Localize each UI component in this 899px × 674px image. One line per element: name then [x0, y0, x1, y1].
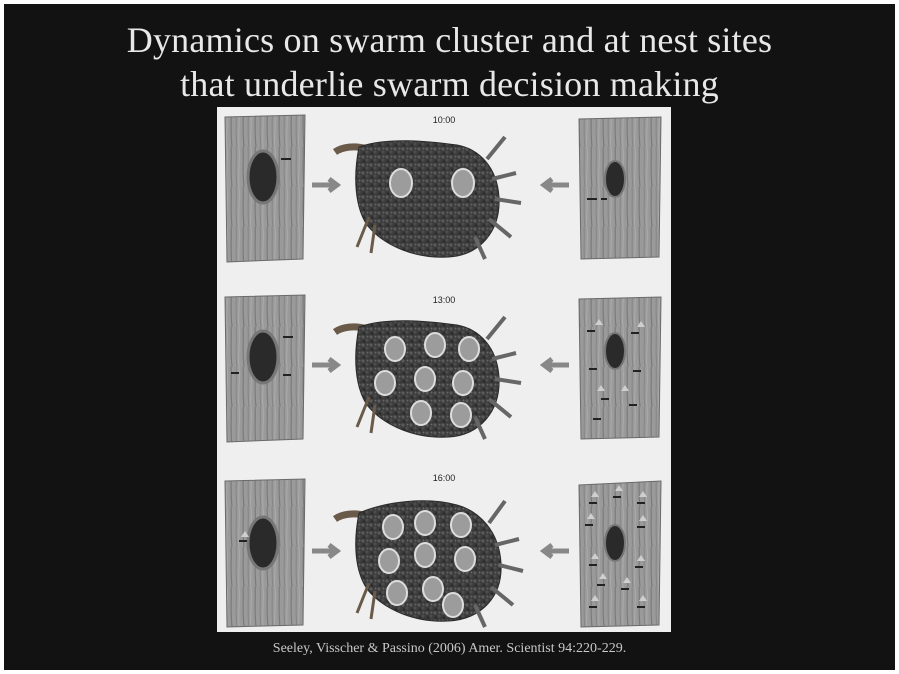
- arrow-right-icon: [312, 545, 337, 557]
- swarm-cluster: [335, 501, 523, 627]
- dancing-bee-icon: [425, 333, 445, 357]
- arrow-left-icon: [544, 359, 569, 371]
- nest-cavity: [605, 525, 625, 561]
- swarm-dynamics-figure: 10:00: [217, 107, 671, 632]
- arrow-right-icon: [312, 359, 337, 371]
- swarm-cluster: [335, 317, 521, 439]
- panel-time-label: 10:00: [433, 115, 456, 125]
- dancing-bee-icon: [415, 367, 435, 391]
- dancing-bee-icon: [411, 401, 431, 425]
- citation: Seeley, Visscher & Passino (2006) Amer. …: [0, 640, 899, 658]
- dancing-bee-icon: [451, 513, 471, 537]
- dancing-bee-icon: [423, 577, 443, 601]
- right-tree-trunk: [579, 117, 661, 259]
- nest-cavity: [248, 517, 278, 569]
- right-tree-trunk: [579, 297, 661, 439]
- dancing-bee-icon: [385, 337, 405, 361]
- dancing-bee-icon: [383, 515, 403, 539]
- nest-cavity: [248, 331, 278, 383]
- dancing-bee-icon: [453, 371, 473, 395]
- left-tree-trunk: [225, 115, 305, 262]
- dancing-bee-icon: [390, 169, 412, 197]
- panel-1000: 10:00: [225, 115, 661, 262]
- dancing-bee-icon: [415, 511, 435, 535]
- right-tree-trunk: [579, 481, 661, 627]
- dancing-bee-icon: [415, 543, 435, 567]
- swarm-cluster: [335, 137, 521, 259]
- dancing-bee-icon: [379, 549, 399, 573]
- nest-cavity: [605, 333, 625, 369]
- slide-title: Dynamics on swarm cluster and at nest si…: [0, 18, 899, 106]
- left-tree-trunk: [225, 479, 305, 627]
- dancing-bee-icon: [443, 593, 463, 617]
- arrow-left-icon: [544, 179, 569, 191]
- panel-1300: 13:00: [225, 295, 661, 442]
- dancing-bee-icon: [452, 169, 474, 197]
- nest-cavity: [605, 161, 625, 197]
- dancing-bee-icon: [451, 403, 471, 427]
- dancing-bee-icon: [459, 337, 479, 361]
- arrow-left-icon: [544, 545, 569, 557]
- panel-time-label: 16:00: [433, 473, 456, 483]
- arrow-right-icon: [312, 179, 337, 191]
- dancing-bee-icon: [375, 371, 395, 395]
- dancing-bee-icon: [387, 581, 407, 605]
- panel-time-label: 13:00: [433, 295, 456, 305]
- dancing-bee-icon: [455, 547, 475, 571]
- title-line-1: Dynamics on swarm cluster and at nest si…: [0, 18, 899, 62]
- title-line-2: that underlie swarm decision making: [0, 62, 899, 106]
- figure-illustration: 10:00: [217, 107, 671, 632]
- left-tree-trunk: [225, 295, 305, 442]
- nest-cavity: [248, 151, 278, 203]
- panel-1600: 16:00: [225, 473, 661, 627]
